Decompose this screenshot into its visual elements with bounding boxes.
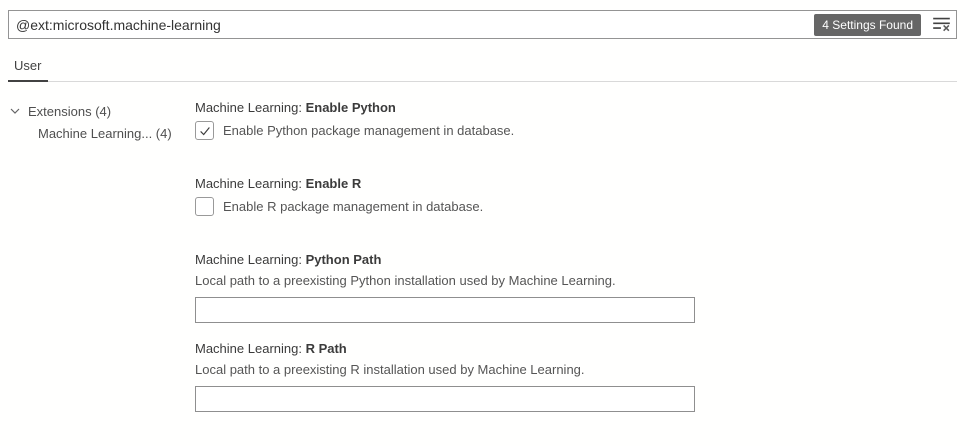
setting-category: Machine Learning: bbox=[195, 100, 306, 115]
settings-count-badge: 4 Settings Found bbox=[814, 13, 921, 36]
setting-r-path: Machine Learning: R Path Local path to a… bbox=[195, 341, 970, 412]
chevron-down-icon[interactable] bbox=[9, 105, 21, 117]
toc-item-label: Extensions (4) bbox=[28, 103, 112, 119]
r-path-input[interactable] bbox=[195, 386, 695, 412]
settings-content: Extensions (4) Machine Learning... (4) M… bbox=[0, 82, 970, 430]
settings-search-box[interactable]: 4 Settings Found bbox=[8, 10, 957, 39]
toc-item-extensions[interactable]: Extensions (4) bbox=[0, 100, 195, 122]
setting-name: Python Path bbox=[305, 252, 382, 267]
setting-title: Machine Learning: Enable Python bbox=[195, 100, 970, 115]
setting-description: Local path to a preexisting R installati… bbox=[195, 362, 585, 377]
setting-description: Enable Python package management in data… bbox=[223, 123, 515, 138]
setting-category: Machine Learning: bbox=[195, 341, 306, 356]
settings-search-input[interactable] bbox=[16, 16, 815, 33]
setting-name: R Path bbox=[305, 341, 347, 356]
setting-name: Enable R bbox=[305, 176, 362, 191]
setting-title: Machine Learning: R Path bbox=[195, 341, 970, 356]
settings-toc: Extensions (4) Machine Learning... (4) bbox=[0, 100, 195, 430]
setting-description: Local path to a preexisting Python insta… bbox=[195, 273, 616, 288]
setting-title: Machine Learning: Enable R bbox=[195, 176, 970, 191]
toc-item-label: Machine Learning... (4) bbox=[38, 125, 172, 141]
toc-item-machine-learning[interactable]: Machine Learning... (4) bbox=[0, 122, 195, 144]
tab-user[interactable]: User bbox=[8, 58, 49, 82]
enable-r-checkbox[interactable] bbox=[195, 197, 214, 216]
settings-scope-tabs: User bbox=[8, 39, 957, 82]
clear-search-results-icon bbox=[932, 17, 950, 32]
setting-title: Machine Learning: Python Path bbox=[195, 252, 970, 267]
settings-list: Machine Learning: Enable Python Enable P… bbox=[195, 100, 970, 430]
python-path-input[interactable] bbox=[195, 297, 695, 323]
setting-enable-r: Machine Learning: Enable R Enable R pack… bbox=[195, 176, 970, 216]
setting-description: Enable R package management in database. bbox=[223, 199, 484, 214]
checkmark-icon bbox=[199, 126, 210, 135]
setting-category: Machine Learning: bbox=[195, 176, 306, 191]
clear-search-results-button[interactable] bbox=[930, 14, 952, 36]
setting-category: Machine Learning: bbox=[195, 252, 306, 267]
setting-name: Enable Python bbox=[305, 100, 396, 115]
enable-python-checkbox[interactable] bbox=[195, 121, 214, 140]
setting-enable-python: Machine Learning: Enable Python Enable P… bbox=[195, 100, 970, 140]
setting-python-path: Machine Learning: Python Path Local path… bbox=[195, 252, 970, 323]
